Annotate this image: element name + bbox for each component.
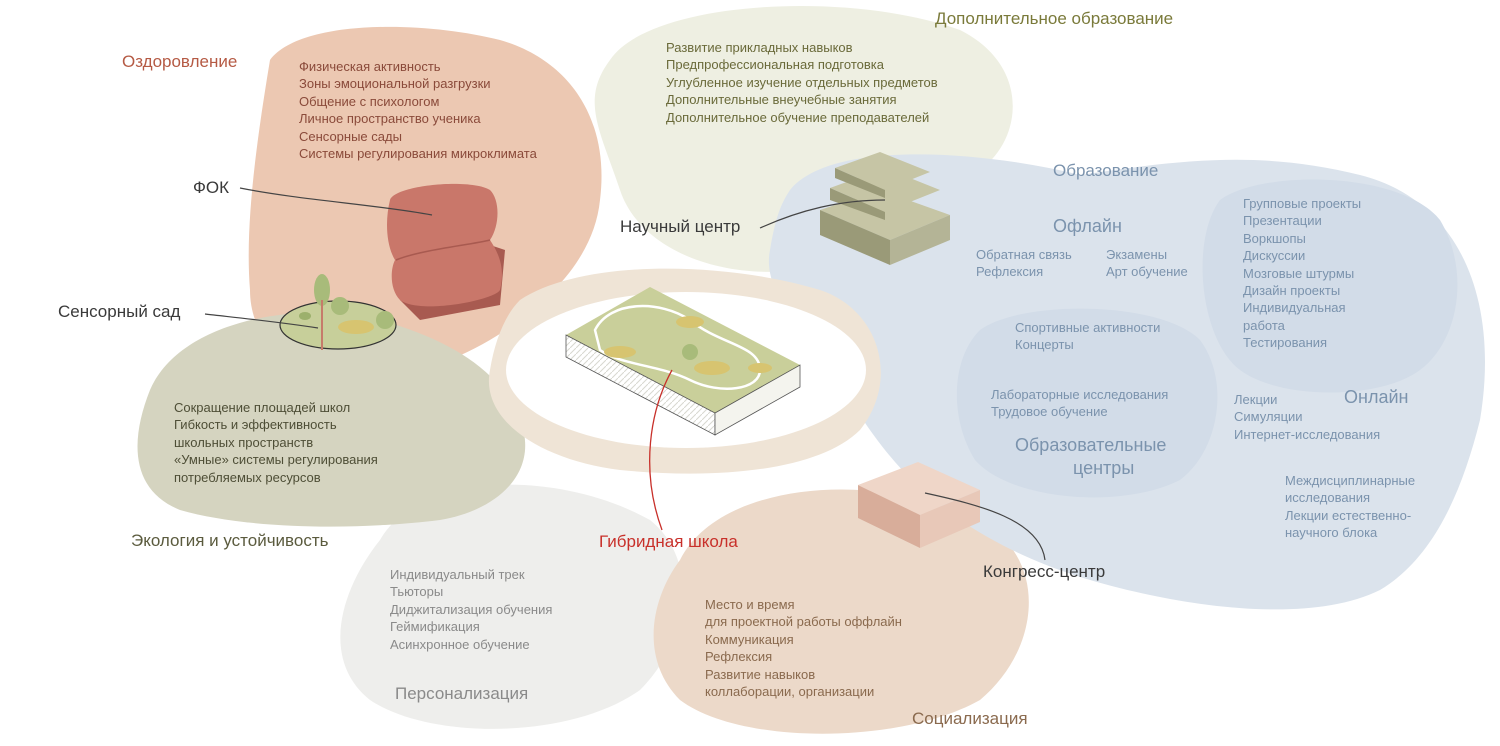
list-item: научного блока <box>1285 525 1378 541</box>
zone-personalization-blob <box>340 484 683 729</box>
list-item: Концерты <box>1015 337 1074 353</box>
list-item: школьных пространств <box>174 434 314 450</box>
zone-health-title: Оздоровление <box>122 52 238 71</box>
list-item: исследования <box>1285 490 1371 506</box>
list-item: Асинхронное обучение <box>390 636 530 652</box>
list-item: Системы регулирования микроклимата <box>299 146 537 162</box>
sensory-garden-label: Сенсорный сад <box>58 302 181 321</box>
list-item: потребляемых ресурсов <box>174 469 321 485</box>
list-item: Тестирования <box>1243 335 1328 351</box>
science-center-building <box>820 152 950 265</box>
science-center-label: Научный центр <box>620 217 741 236</box>
science-center-leader-line <box>759 199 886 229</box>
list-item: Рефлексия <box>976 264 1044 280</box>
list-item: Место и время <box>705 597 795 612</box>
edu-centers-title-line1: Образовательные <box>1015 435 1167 455</box>
list-item: Геймификация <box>390 619 480 635</box>
list-item: Тьюторы <box>390 584 444 600</box>
list-item: Мозговые штурмы <box>1243 265 1355 281</box>
list-item: Углубленное изучение отдельных предметов <box>666 74 938 90</box>
congress-center-label: Конгресс-центр <box>983 562 1106 581</box>
zone-socialization-title: Социализация <box>912 709 1028 728</box>
list-item: Воркшопы <box>1243 230 1306 246</box>
fok-leader-line <box>239 187 433 216</box>
list-item: Трудовое обучение <box>991 404 1108 420</box>
list-item: Лекции <box>1234 392 1278 407</box>
list-item: Лекции естественно- <box>1285 507 1412 523</box>
list-item: Сокращение площадей школ <box>174 400 351 415</box>
list-item: для проектной работы оффлайн <box>705 614 902 630</box>
hybrid-school-building <box>565 287 801 436</box>
list-item: «Умные» системы регулирования <box>174 452 378 468</box>
zone-education-inner <box>1202 179 1458 393</box>
zone-socialization-list: Место и время для проектной работы оффлай… <box>705 596 902 700</box>
sensory-garden-leader-line <box>204 313 319 329</box>
zone-socialization-blob <box>653 489 1029 734</box>
list-item: Интернет-исследования <box>1234 426 1381 442</box>
zone-ecology-blob <box>137 312 526 527</box>
list-item: Общение с психологом <box>299 93 440 109</box>
education-offline-title: Офлайн <box>1053 216 1122 236</box>
list-item: Дизайн проекты <box>1243 283 1341 299</box>
zone-personalization-title: Персонализация <box>395 684 529 703</box>
list-item: Дополнительные внеучебные занятия <box>666 92 897 108</box>
list-item: Лабораторные исследования <box>991 387 1169 402</box>
list-item: работа <box>1243 317 1285 333</box>
list-item: Зоны эмоциональной разгрузки <box>299 76 491 92</box>
hybrid-school-label: Гибридная школа <box>599 532 738 551</box>
edu-centers-title-line2: центры <box>1073 458 1135 478</box>
zone-education-title: Образование <box>1053 161 1159 180</box>
list-item: Симуляции <box>1234 409 1303 425</box>
list-item: Сенсорные сады <box>299 128 402 144</box>
zone-ecology-title: Экология и устойчивость <box>131 531 329 550</box>
list-item: Развитие навыков <box>705 666 816 682</box>
list-item: Диджитализация обучения <box>390 601 553 617</box>
list-item: Личное пространство ученика <box>299 111 481 127</box>
list-item: Дополнительное обучение преподавателей <box>666 109 930 125</box>
zone-edu-centers-inner <box>956 308 1218 498</box>
list-item: Индивидуальная <box>1243 300 1346 316</box>
list-item: Предпрофессиональная подготовка <box>666 57 884 73</box>
list-item: Коммуникация <box>705 631 794 647</box>
education-online-title: Онлайн <box>1344 387 1409 407</box>
list-item: Экзамены <box>1106 247 1168 262</box>
fok-label: ФОК <box>193 178 230 197</box>
list-item: Арт обучение <box>1106 264 1188 280</box>
congress-center-leader-line <box>924 492 1046 561</box>
fok-building <box>387 183 505 320</box>
list-item: Спортивные активности <box>1015 320 1161 335</box>
list-item: Рефлексия <box>705 649 773 665</box>
list-item: Развитие прикладных навыков <box>666 40 853 55</box>
sensory-garden-trees <box>299 274 394 350</box>
congress-center-building <box>858 462 980 548</box>
hybrid-school-leader-line <box>649 369 673 531</box>
list-item: Индивидуальный трек <box>390 567 525 582</box>
list-item: Групповые проекты <box>1243 196 1362 211</box>
list-item: Дискуссии <box>1243 248 1306 264</box>
list-item: Физическая активность <box>299 59 441 74</box>
list-item: Гибкость и эффективность <box>174 417 337 433</box>
list-item: коллаборации, организации <box>705 684 875 700</box>
list-item: Презентации <box>1243 213 1322 229</box>
list-item: Междисциплинарные <box>1285 473 1416 488</box>
list-item: Обратная связь <box>976 247 1072 262</box>
zone-extra-education-title: Дополнительное образование <box>935 9 1174 28</box>
